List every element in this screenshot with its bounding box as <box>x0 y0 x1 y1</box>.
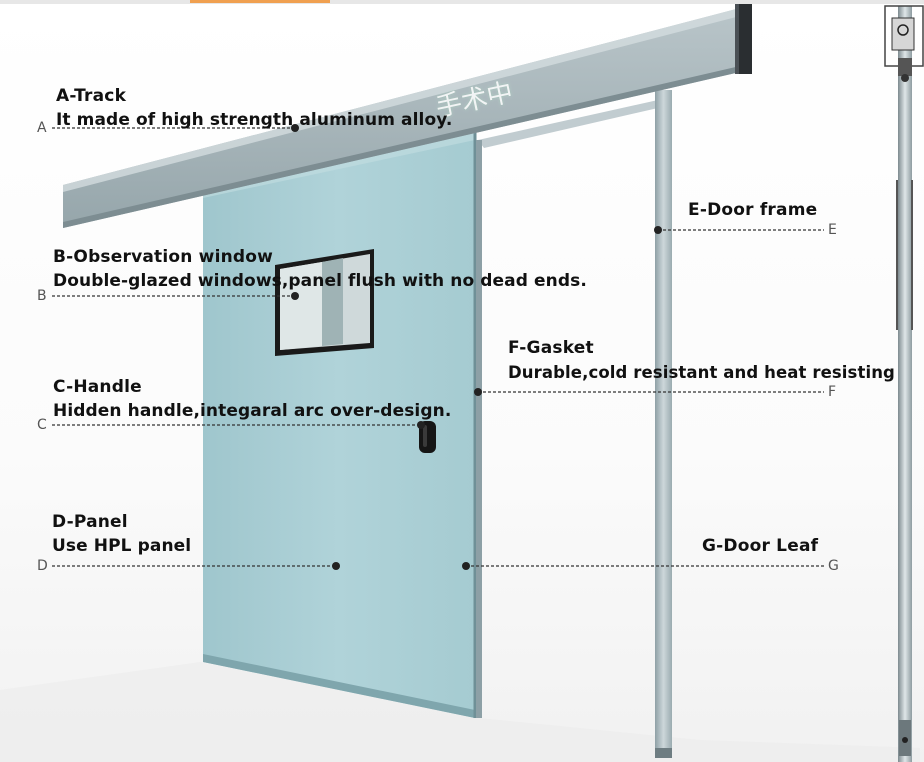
track-header <box>63 4 752 228</box>
door-frame <box>476 90 672 758</box>
callout-e-title: E-Door frame <box>688 200 818 220</box>
callout-b-title: B-Observation window <box>53 247 274 267</box>
callout-g-title: G-Door Leaf <box>702 536 819 556</box>
callout-c-description: Hidden handle,integaral arc over-design. <box>53 401 452 421</box>
callout-b-letter: B <box>37 288 47 304</box>
floor-shadow <box>0 662 920 762</box>
callout-a-letter: A <box>37 120 47 136</box>
dot-e <box>654 226 662 234</box>
side-profile-section <box>884 5 924 762</box>
dot-b <box>291 292 299 300</box>
callout-e-letter: E <box>828 222 837 238</box>
dot-f <box>474 388 482 396</box>
callout-a-description: It made of high strength aluminum alloy. <box>56 110 453 130</box>
top-border <box>0 0 924 4</box>
dot-a <box>291 124 299 132</box>
callout-b-description: Double-glazed windows,panel flush with n… <box>53 271 587 291</box>
dot-c <box>417 421 425 429</box>
callout-a-title: A-Track <box>56 86 127 106</box>
callout-d-title: D-Panel <box>52 512 128 532</box>
callout-d-description: Use HPL panel <box>52 536 192 556</box>
callout-g-letter: G <box>828 558 839 574</box>
callout-leaders <box>52 127 824 567</box>
callout-c-letter: C <box>37 417 47 433</box>
callout-c-title: C-Handle <box>53 377 142 397</box>
callout-f-description: Durable,cold resistant and heat resistin… <box>508 363 895 382</box>
callout-f-letter: F <box>828 384 837 400</box>
door-handle <box>419 421 436 453</box>
observation-window <box>275 249 374 356</box>
dot-d <box>332 562 340 570</box>
top-accent-tab <box>190 0 330 3</box>
callout-d-letter: D <box>37 558 48 574</box>
callout-dots <box>291 124 662 570</box>
callout-f-title: F-Gasket <box>508 338 594 358</box>
dot-g <box>462 562 470 570</box>
